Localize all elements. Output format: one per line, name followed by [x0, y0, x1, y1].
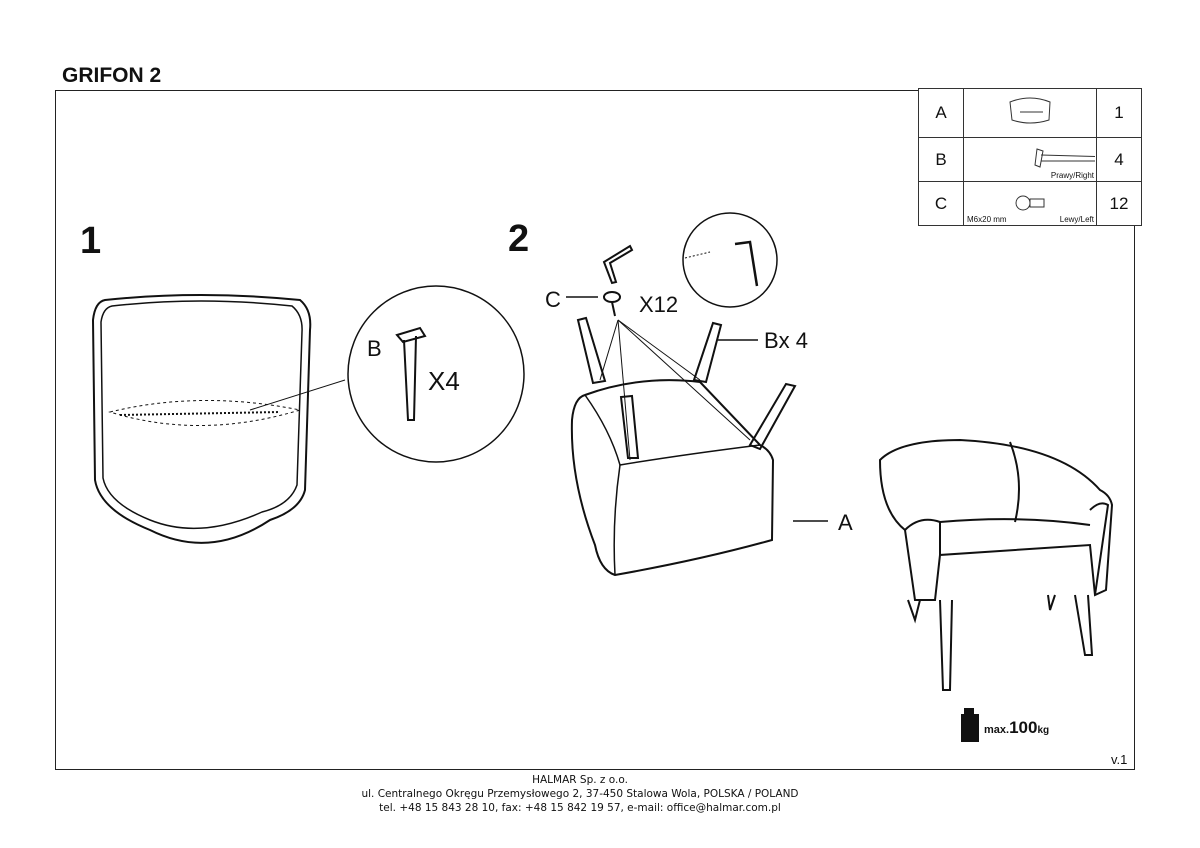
max-load: max.100kg	[984, 718, 1049, 738]
part-b-label: B	[367, 336, 382, 361]
table-row: C M6x20 mm Lewy/Left 12	[918, 181, 1142, 226]
step-2-number: 2	[508, 218, 530, 260]
detail-circle-legs	[347, 285, 525, 463]
part-id: A	[918, 88, 964, 138]
screw-part-cell: M6x20 mm Lewy/Left	[963, 181, 1097, 226]
leg-quantity: X4	[428, 366, 460, 396]
chair-seat-bottom-view	[91, 294, 346, 544]
footer-company: HALMAR Sp. z o.o.	[532, 774, 628, 786]
weight-icon	[961, 708, 979, 742]
part-c-label: C	[545, 287, 561, 312]
footer-contact: tel. +48 15 843 28 10, fax: +48 15 842 1…	[379, 802, 781, 814]
detail-circle-screw	[682, 212, 778, 308]
max-load-unit: kg	[1037, 725, 1050, 736]
part-id: C	[918, 181, 964, 226]
max-load-prefix: max.	[984, 724, 1010, 736]
part-qty: 12	[1096, 181, 1142, 226]
table-row: A 1	[918, 88, 1142, 138]
armchair-icon	[963, 88, 1097, 138]
chair-upside-down	[570, 379, 775, 577]
screw-thread-note: Lewy/Left	[1059, 215, 1094, 224]
version: v.1	[1111, 752, 1128, 767]
leg-part-cell: Prawy/Right	[963, 137, 1097, 182]
instruction-frame	[55, 90, 1135, 770]
step-1-number: 1	[80, 220, 102, 262]
part-a-label: A	[838, 510, 853, 535]
part-id: B	[918, 137, 964, 182]
assembled-armchair	[878, 438, 1114, 691]
screw-quantity: X12	[639, 292, 679, 317]
footer-address: ul. Centralnego Okręgu Przemysłowego 2, …	[361, 788, 799, 800]
leg-orientation-note: Prawy/Right	[1050, 171, 1094, 180]
hex-key-icon	[602, 244, 634, 285]
screw-guide-lines	[599, 319, 751, 461]
leg-b-quantity: Bx 4	[764, 328, 809, 353]
leg-icon	[395, 326, 427, 421]
document-title: GRIFON 2	[62, 64, 162, 87]
screw-size: M6x20 mm	[967, 215, 1007, 224]
part-qty: 1	[1096, 88, 1142, 138]
table-row: B Prawy/Right 4	[918, 137, 1142, 182]
legs-installed	[576, 316, 797, 459]
max-load-value: 100	[1009, 718, 1038, 737]
footer: HALMAR Sp. z o.o. ul. Centralnego Okręgu…	[0, 773, 1160, 815]
screw-icon	[566, 291, 621, 317]
part-qty: 4	[1096, 137, 1142, 182]
parts-table: A 1 B Prawy/Right 4 C M6x20 mm Lewy/Left …	[918, 88, 1142, 226]
